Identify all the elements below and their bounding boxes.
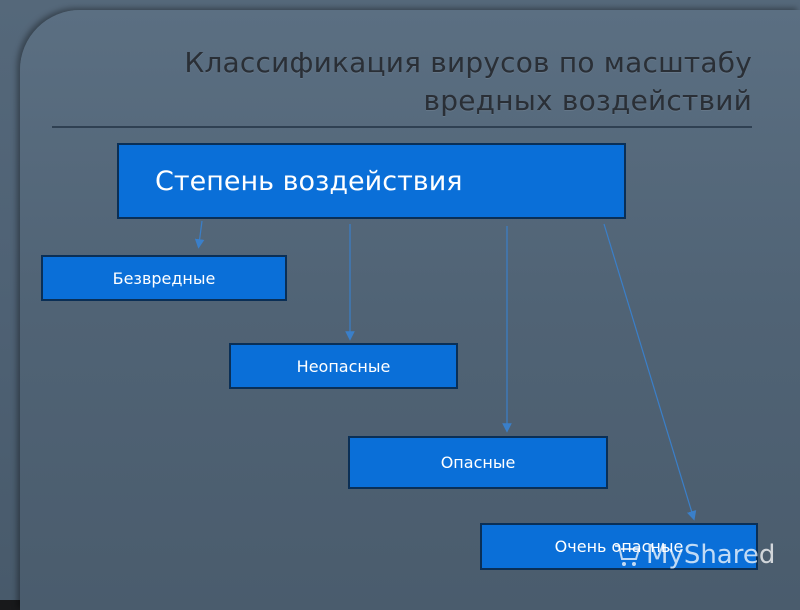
diagram-node-opasnye: Опасные [348,436,608,489]
watermark: MyShared [612,540,775,570]
diagram-root-node: Степень воздействия [117,143,626,219]
watermark-brand: MyShared [646,540,776,570]
diagram-node-neopasnye: Неопасные [229,343,458,389]
title-divider [52,126,752,128]
diagram-node-ochen-opasnye: Очень опасные [480,523,758,570]
slide-title: Классификация вирусов по масштабу вредны… [184,46,752,117]
diagram-node-bezvrednye: Безвредные [41,255,287,301]
connector-bezvrednye [194,220,205,249]
slide-panel [20,10,800,610]
cart-icon [615,545,641,566]
connector-ochen-opasnye [603,223,697,521]
